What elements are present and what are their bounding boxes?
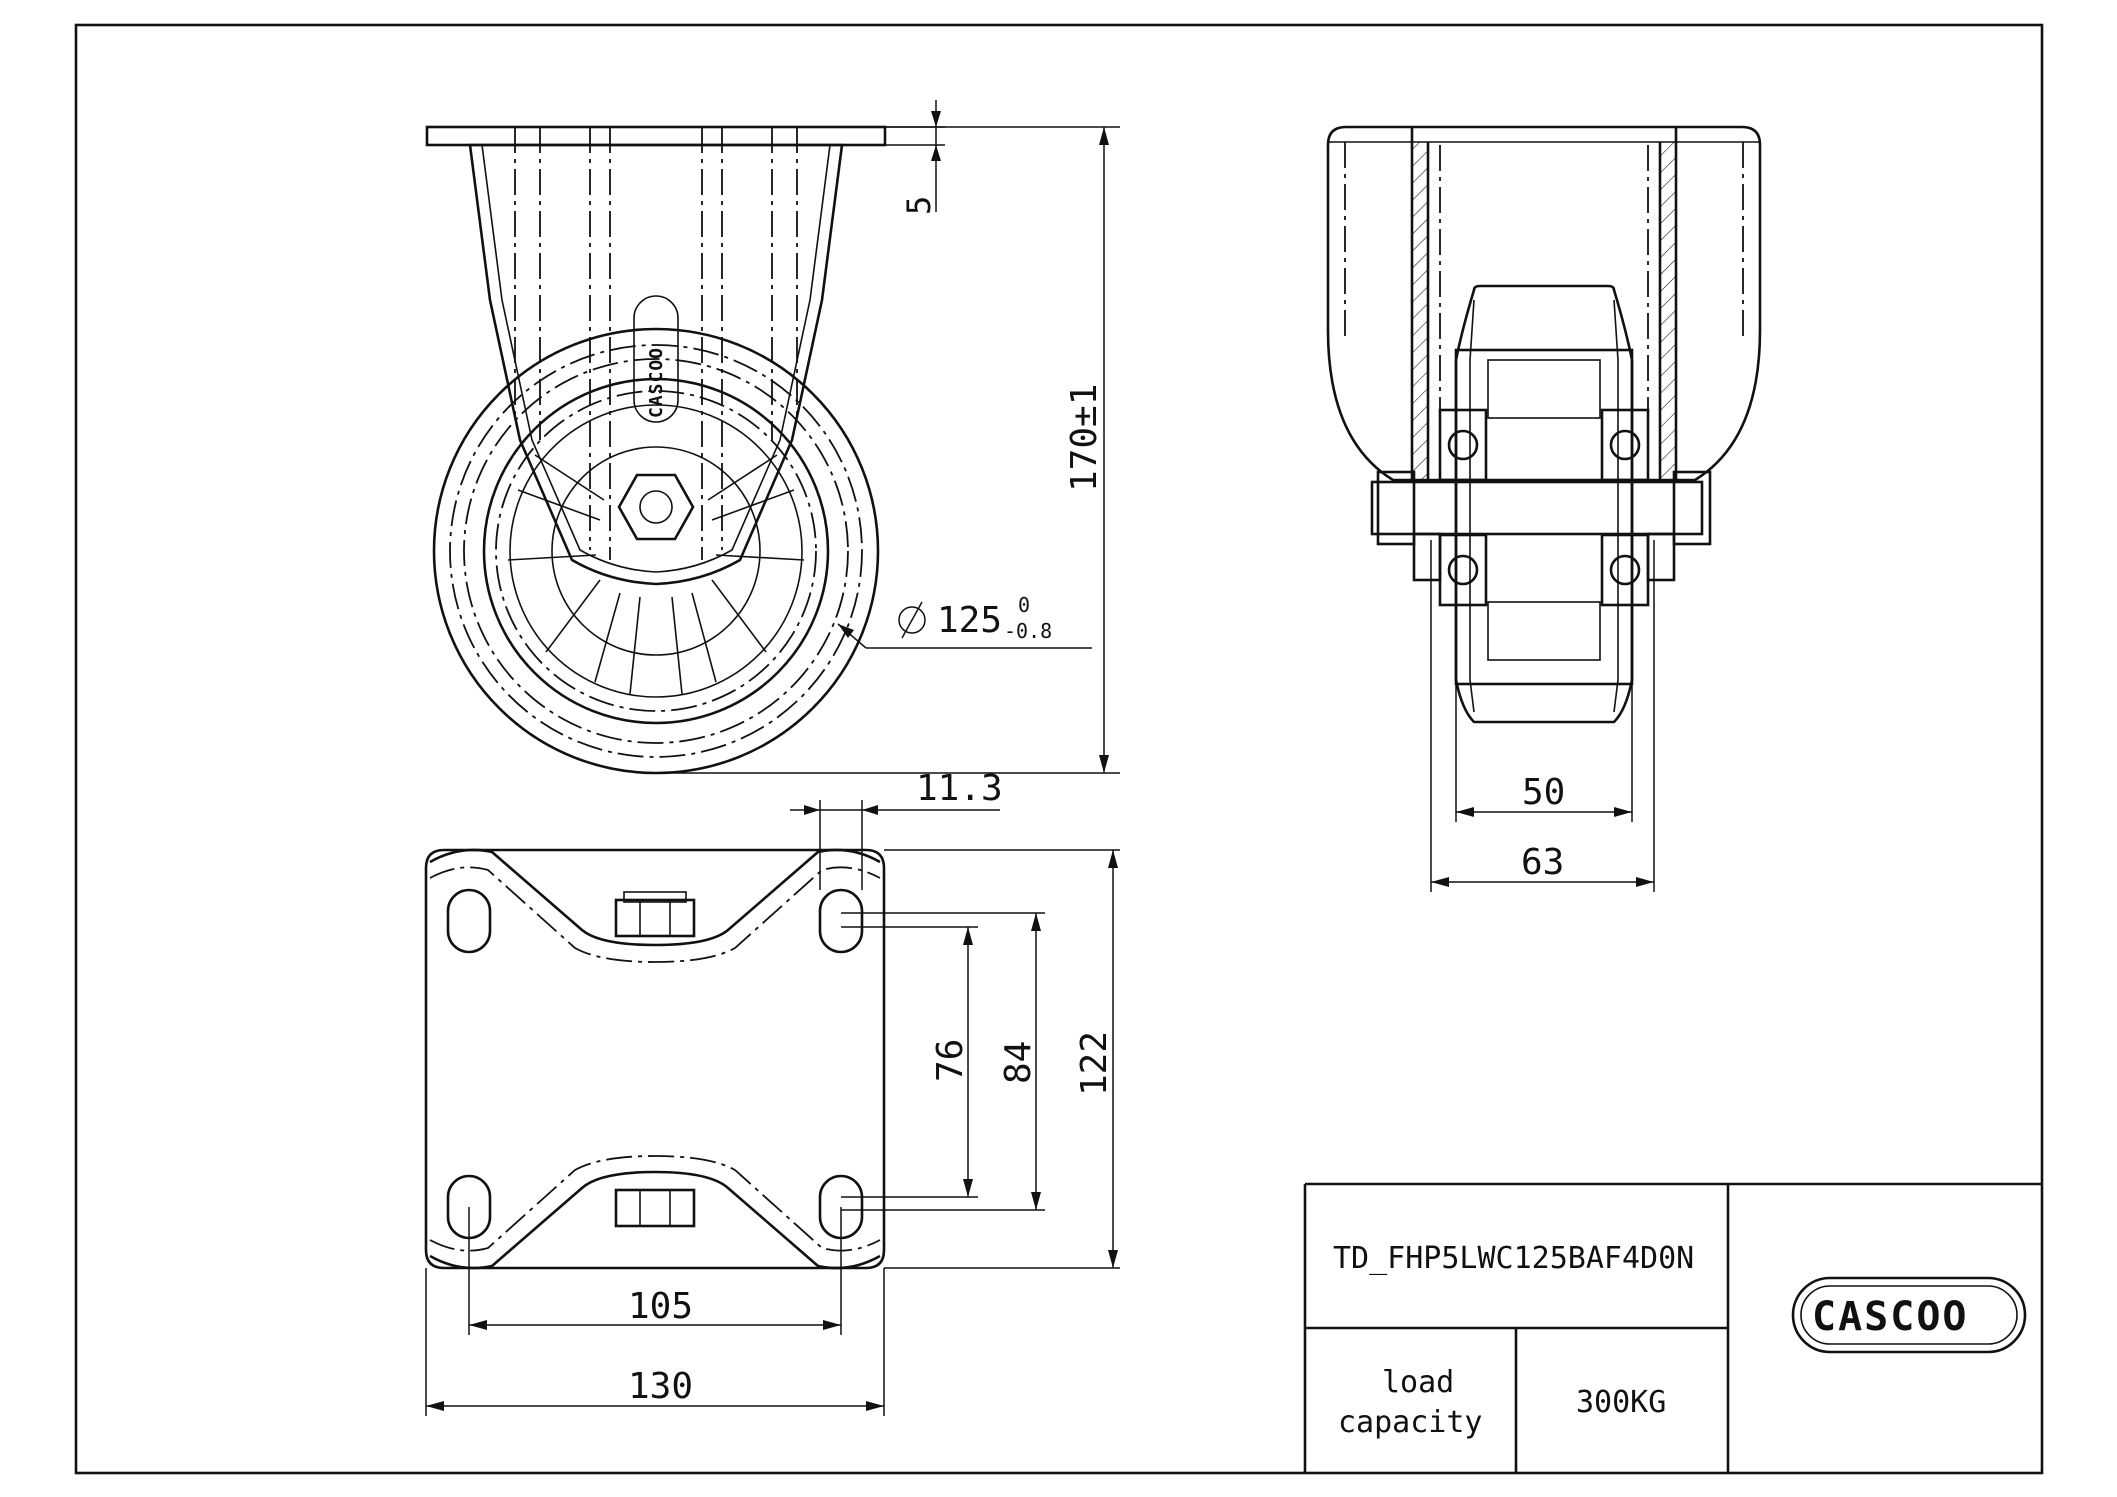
- dim-overall-height: 170±1: [1064, 384, 1105, 492]
- dim-fork-width: 63: [1521, 842, 1564, 883]
- axle-spacer-right: [1646, 532, 1676, 582]
- bearing-left-bottom: [1438, 533, 1488, 607]
- part-number: TD_FHP5LWC125BAF4D0N: [1333, 1241, 1694, 1276]
- dim-hole-spacing-width: 105: [628, 1286, 693, 1327]
- axle-nut: [617, 473, 695, 541]
- hub-spokes: [507, 454, 805, 695]
- side-view: [1326, 125, 1762, 724]
- top-view-dimensions: 11.3 122 76 84 105 130: [425, 768, 1120, 1416]
- bracket-outer: [1326, 125, 1762, 482]
- dim-plate-length: 122: [1074, 1031, 1115, 1096]
- bearing-left-top: [1438, 408, 1488, 482]
- side-hub-lower: [1487, 601, 1601, 661]
- fork-top-outline-inner: [429, 866, 881, 963]
- slot-top-left: [446, 888, 492, 954]
- bearing-right-top: [1600, 408, 1650, 482]
- axle-nut-bottom: [614, 1188, 696, 1228]
- fork-bottom-outline: [429, 1170, 881, 1270]
- top-view: [424, 848, 886, 1270]
- wheel-rim-inner: [495, 390, 817, 712]
- dim-wheel-diameter: 125: [937, 600, 1002, 641]
- drawing-border: [74, 23, 2044, 1475]
- side-wheel-tire: [1454, 284, 1634, 724]
- dim-wheel-width: 50: [1522, 772, 1565, 813]
- top-plate: [425, 125, 887, 147]
- load-label-line2: capacity: [1338, 1405, 1483, 1440]
- fork-arm-left-fill: [1412, 142, 1428, 480]
- axle-washer-left: [1376, 470, 1416, 546]
- fork-logo-text: CASCOO: [646, 347, 667, 418]
- wheel-tread-line-2: [463, 358, 849, 744]
- load-value: 300KG: [1576, 1385, 1666, 1420]
- side-hub: [1454, 348, 1634, 686]
- dim-wheel-tol-upper: 0: [1018, 593, 1030, 617]
- axle-nut-top: [614, 898, 696, 938]
- side-hub-upper: [1487, 359, 1601, 419]
- side-view-dimensions: 50 63: [1430, 540, 1655, 892]
- brand-logo-frame: [1791, 1276, 2027, 1354]
- wheel-hub-ring: [509, 404, 803, 698]
- dim-plate-thickness: 5: [900, 196, 938, 215]
- fork-logo-plate: [633, 295, 679, 423]
- axle-bolt: [639, 490, 673, 524]
- fork-bottom-outline-inner: [429, 1155, 881, 1252]
- wheel-hub-ring-2: [551, 446, 761, 656]
- wheel-tread-line: [449, 344, 863, 758]
- plate-hidden-lines: [514, 127, 798, 560]
- front-view: CASCOO: [425, 125, 887, 775]
- brand-logo-text: CASCOO: [1812, 1294, 1969, 1340]
- side-wheel-tread: [1469, 299, 1619, 713]
- dim-hole-spacing-long: 84: [998, 1041, 1039, 1084]
- fork-top-outline: [429, 848, 881, 947]
- axle-spacer-left: [1412, 532, 1442, 582]
- title-block: TD_FHP5LWC125BAF4D0N load capacity 300KG…: [1303, 1182, 2042, 1473]
- fork-body: [468, 143, 844, 586]
- dim-plate-width: 130: [628, 1366, 693, 1407]
- diameter-symbol: [898, 606, 926, 634]
- dim-wheel-tol-lower: -0.8: [1004, 619, 1052, 643]
- fork-arm-right-fill: [1660, 142, 1676, 480]
- dim-hole-spacing-short: 76: [930, 1039, 971, 1082]
- load-label-line1: load: [1382, 1365, 1454, 1400]
- fork-inner-edge: [481, 144, 831, 573]
- axle: [1370, 480, 1704, 536]
- wheel-rim: [482, 377, 830, 725]
- axle-washer-right: [1672, 470, 1712, 546]
- front-view-dimensions: 5 170±1 125 0 -0.8: [656, 100, 1120, 774]
- dim-hole-offset: 11.3: [916, 768, 1003, 809]
- mounting-plate: [424, 848, 886, 1270]
- slot-top-right: [818, 888, 864, 954]
- bearing-right-bottom: [1600, 533, 1650, 607]
- axle-washer-top: [623, 891, 687, 903]
